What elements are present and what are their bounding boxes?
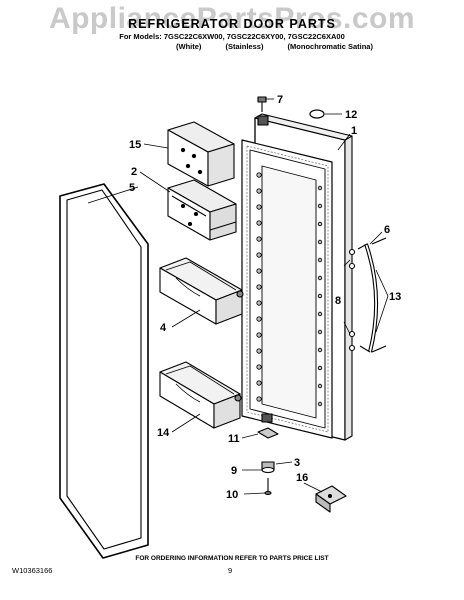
page-number: 9 xyxy=(228,566,233,575)
callout-13: 13 xyxy=(389,291,401,303)
leader-lines xyxy=(87,98,389,495)
callout-6: 6 xyxy=(384,224,390,236)
callout-labels: 7 12 1 15 2 5 6 8 13 4 14 11 3 9 16 10 xyxy=(129,94,401,501)
door-handle xyxy=(348,237,387,353)
finish-labels: (White) (Stainless) (Monochromatic Satin… xyxy=(176,42,395,51)
bin-open-lower xyxy=(159,361,242,429)
shelf-studs xyxy=(256,172,323,407)
callout-7: 7 xyxy=(277,94,283,106)
ordering-note: FOR ORDERING INFORMATION REFER TO PARTS … xyxy=(135,555,329,562)
callout-3: 3 xyxy=(294,457,300,469)
bottom-hinge-parts xyxy=(257,427,279,496)
door-gasket xyxy=(59,183,149,559)
callout-12: 12 xyxy=(345,109,357,121)
hinge-bushing xyxy=(309,109,325,119)
model-numbers: For Models: 7GSC22C6XW00, 7GSC22C6XY00, … xyxy=(119,32,345,41)
hinge-screw xyxy=(257,96,267,112)
bin-open-middle xyxy=(159,257,244,325)
callout-10: 10 xyxy=(226,489,238,501)
callout-8: 8 xyxy=(335,295,341,307)
bottom-bracket xyxy=(315,485,347,513)
bin-covered xyxy=(167,179,237,241)
bin-top xyxy=(167,121,235,187)
callout-9: 9 xyxy=(231,465,237,477)
page-title: REFRIGERATOR DOOR PARTS xyxy=(128,17,336,31)
callout-15: 15 xyxy=(129,139,141,151)
finish-white: (White) xyxy=(176,42,202,51)
callout-2: 2 xyxy=(131,166,137,178)
finish-stainless: (Stainless) xyxy=(225,42,264,51)
document-number: W10363166 xyxy=(12,566,53,575)
door-assembly xyxy=(241,113,353,441)
callout-14: 14 xyxy=(157,427,170,439)
watermark: AppliancePartsPros.com xyxy=(48,2,416,35)
callout-1: 1 xyxy=(351,125,357,137)
callout-11: 11 xyxy=(228,433,240,445)
callout-16: 16 xyxy=(296,472,308,484)
callout-4: 4 xyxy=(160,322,167,334)
finish-satina: (Monochromatic Satina) xyxy=(287,42,373,51)
callout-5: 5 xyxy=(129,182,135,194)
